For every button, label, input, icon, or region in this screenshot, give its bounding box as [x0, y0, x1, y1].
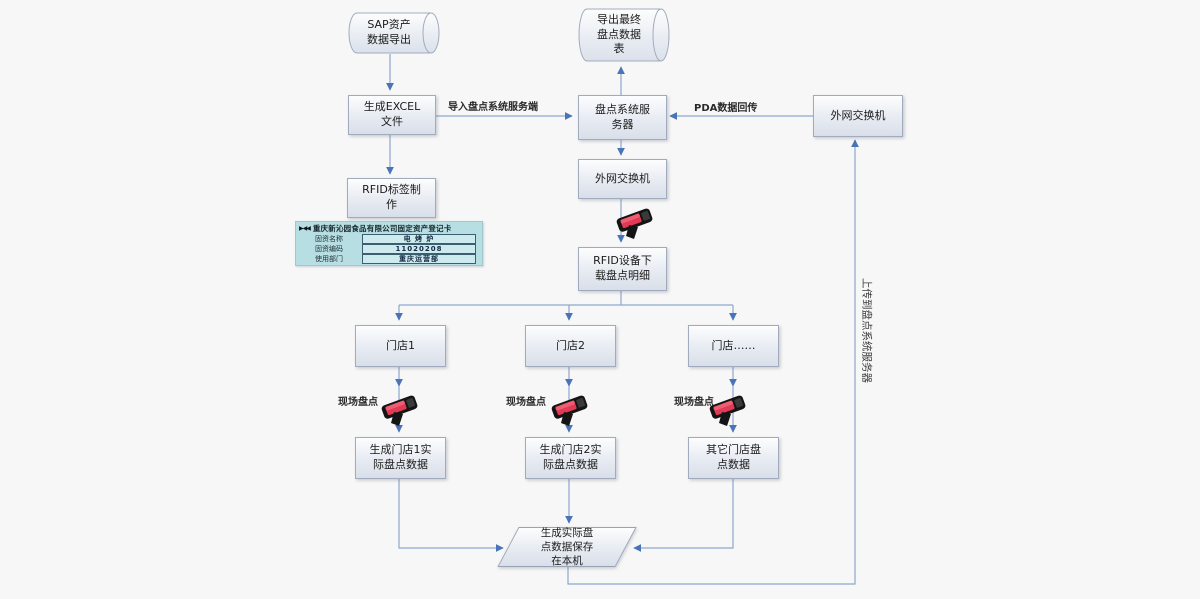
node-gen-store2: 生成门店2实 际盘点数据: [525, 437, 616, 479]
asset-card-title: 重庆新沁园食品有限公司固定资产登记卡: [312, 224, 452, 233]
node-sap-export: SAP资产 数据导出: [348, 12, 440, 54]
rfid-handheld-icon: [709, 395, 746, 426]
node-label: 外网交换机: [830, 108, 886, 122]
asset-field-value: 11020208: [362, 244, 476, 254]
edge-genother-to-save: [633, 477, 734, 552]
node-label: 生成门店1实 际盘点数据: [369, 443, 432, 471]
node-switch-top: 外网交换机: [813, 95, 903, 137]
node-label: 盘点系统服 务器: [595, 102, 650, 131]
node-rfid-download: RFID设备下 载盘点明细: [578, 247, 667, 291]
asset-field-value: 电 烤 炉: [362, 234, 476, 244]
asset-card: ▶◀◀ 重庆新沁园食品有限公司固定资产登记卡 固资名称 电 烤 炉 固资编码 1…: [295, 221, 483, 266]
rfid-handheld-icon: [551, 395, 588, 426]
node-save-local: 生成实际盘 点数据保存 在本机: [492, 527, 642, 567]
cylinder-shape: [578, 8, 670, 62]
node-label: RFID设备下 载盘点明细: [593, 254, 652, 282]
edge-label-import: 导入盘点系统服务端: [448, 102, 538, 113]
node-label: 生成实际盘 点数据保存 在本机: [540, 526, 594, 568]
edge-label-onsite-2: 现场盘点: [506, 397, 546, 408]
edge-save-to-switchtop: [567, 139, 859, 585]
rfid-handheld-icon: [616, 208, 653, 239]
node-gen-other: 其它门店盘 点数据: [688, 437, 779, 479]
node-store-more: 门店……: [688, 325, 779, 367]
asset-card-row: 使用部门 重庆运营部: [296, 254, 476, 264]
asset-field-label: 固资编码: [315, 245, 343, 253]
rfid-handheld-icon: [381, 395, 418, 426]
node-label: 门店1: [386, 338, 415, 352]
node-switch-mid: 外网交换机: [578, 159, 667, 199]
node-label: 外网交换机: [595, 171, 650, 185]
node-inventory-server: 盘点系统服 务器: [578, 95, 667, 140]
node-store1: 门店1: [355, 325, 446, 367]
node-label: SAP资产 数据导出: [367, 18, 411, 46]
edge-label-pda-return: PDA数据回传: [694, 103, 758, 114]
edge-label-onsite-1: 现场盘点: [338, 397, 378, 408]
node-gen-store1: 生成门店1实 际盘点数据: [355, 437, 446, 479]
node-label: 其它门店盘 点数据: [706, 443, 761, 471]
node-final-export: 导出最终 盘点数据 表: [578, 8, 670, 62]
edge-gen1-to-save: [398, 477, 504, 552]
node-label: 门店2: [556, 338, 585, 352]
asset-card-header: ▶◀◀ 重庆新沁园食品有限公司固定资产登记卡: [296, 222, 482, 234]
node-store2: 门店2: [525, 325, 616, 367]
edge-label-onsite-3: 现场盘点: [674, 397, 714, 408]
node-rfid-label-make: RFID标签制 作: [347, 178, 436, 218]
asset-field-label: 固资名称: [315, 235, 343, 243]
node-label: 生成门店2实 际盘点数据: [539, 443, 602, 471]
node-label: 生成EXCEL 文件: [363, 100, 421, 128]
node-label: 门店……: [711, 338, 756, 352]
edge-label-upload: 上传到盘点系统服务器: [860, 278, 873, 383]
asset-card-row: 固资名称 电 烤 炉: [296, 234, 476, 244]
cylinder-shape: [348, 12, 440, 54]
company-logo-icon: ▶◀◀: [299, 225, 311, 232]
asset-card-row: 固资编码 11020208: [296, 244, 476, 254]
asset-field-value: 重庆运营部: [362, 254, 476, 264]
node-label: 导出最终 盘点数据 表: [597, 12, 641, 56]
node-label: RFID标签制 作: [362, 183, 421, 211]
asset-field-label: 使用部门: [315, 255, 343, 263]
node-gen-excel: 生成EXCEL 文件: [348, 95, 436, 135]
